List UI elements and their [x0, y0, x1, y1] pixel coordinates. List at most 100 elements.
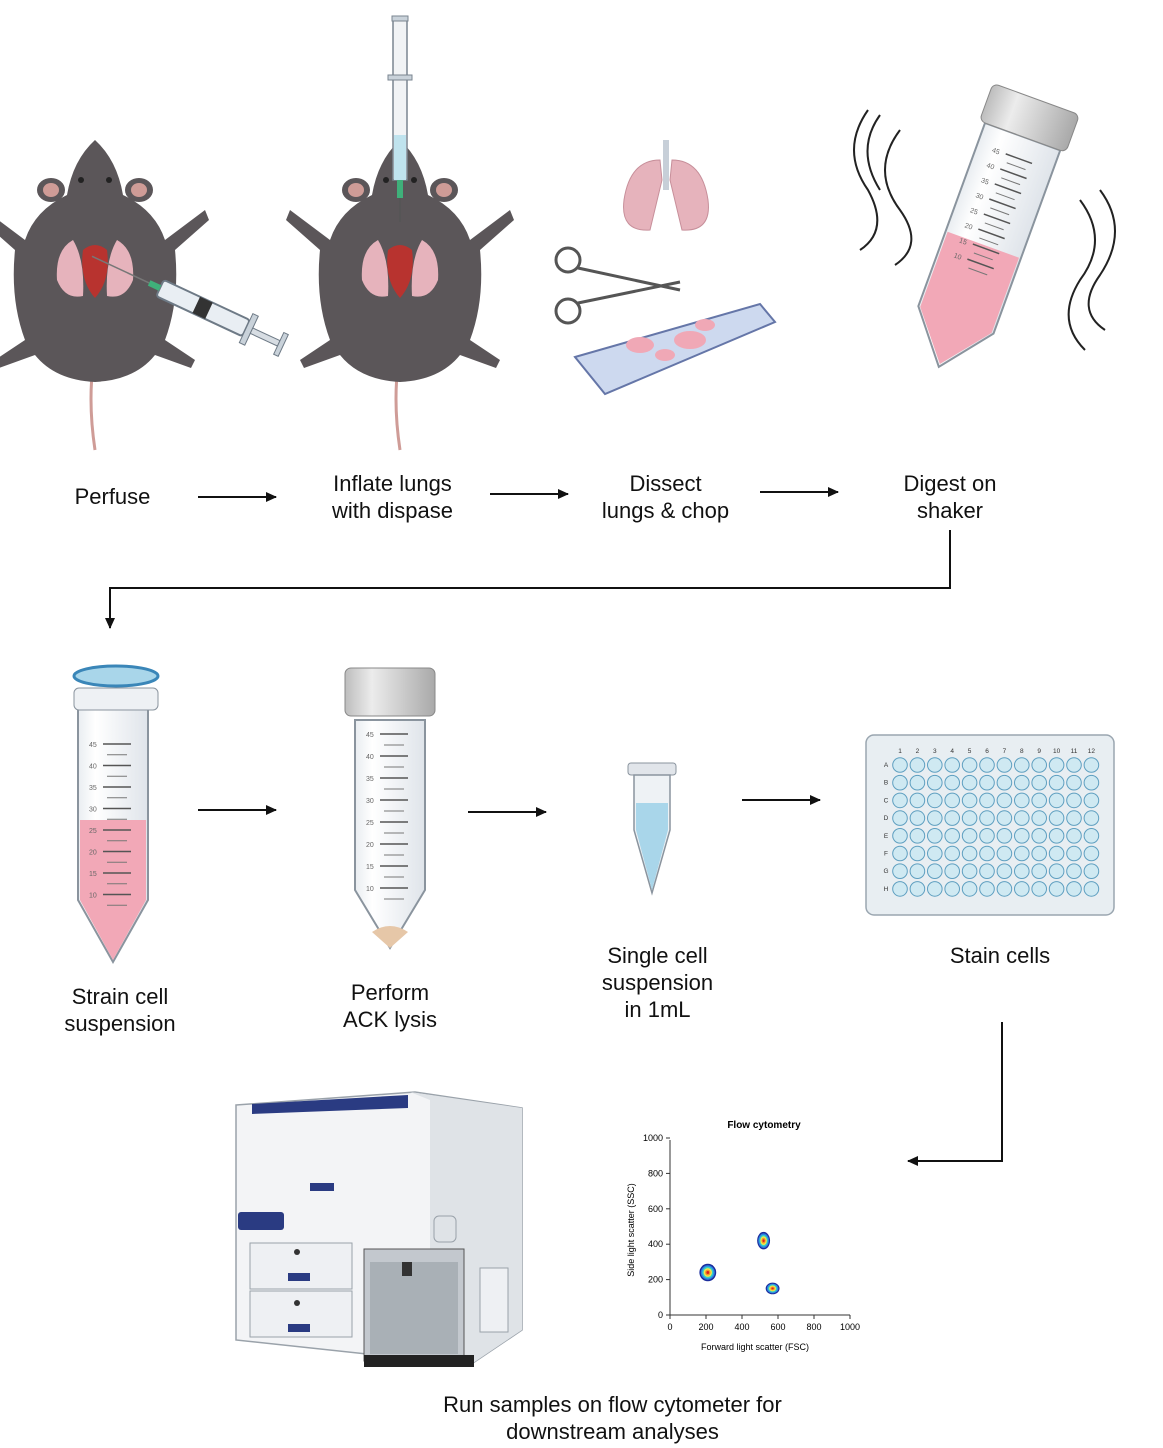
- plate-well: [909, 881, 926, 897]
- graduation-label: 40: [366, 754, 374, 761]
- graduation-label: 25: [969, 207, 979, 216]
- plate-well: [944, 881, 961, 897]
- x-tick-label: 600: [770, 1322, 785, 1332]
- plate-well: [1014, 774, 1030, 791]
- plate-col-label: 2: [916, 748, 920, 755]
- label-line: with dispase: [331, 498, 454, 523]
- plate-well: [979, 810, 995, 826]
- graduation-minor: [1001, 177, 1021, 186]
- plate-well: [909, 792, 926, 809]
- graduation-label: 10: [89, 893, 97, 900]
- plate-well: [996, 774, 1013, 791]
- plate-well: [909, 845, 926, 862]
- flow-arrows: [105, 487, 1003, 1166]
- plate-col-label: 8: [1020, 748, 1024, 755]
- plate-well: [979, 792, 995, 809]
- plate-well: [1014, 792, 1030, 809]
- graduation-label: 20: [89, 850, 97, 857]
- plate-well: [1083, 792, 1100, 809]
- plate-col-label: 3: [933, 748, 937, 755]
- plate-well: [927, 757, 943, 773]
- plate-well: [1048, 881, 1065, 897]
- eppendorf-illustration: [627, 762, 677, 896]
- y-tick-label: 0: [658, 1310, 663, 1320]
- plate-row-label: C: [884, 797, 889, 804]
- label-line: suspension: [601, 970, 714, 995]
- graduation-label: 45: [89, 742, 97, 749]
- label-line: shaker: [916, 498, 984, 523]
- graduation-label: 25: [366, 820, 374, 827]
- plate-well: [961, 757, 978, 773]
- graduation-mark: [967, 258, 994, 270]
- plate-well: [1083, 810, 1100, 826]
- plate-well: [892, 757, 908, 773]
- plate-well: [996, 881, 1013, 897]
- plate-well: [927, 828, 943, 844]
- plate-well: [979, 828, 995, 844]
- plate-well: [1066, 757, 1082, 773]
- plate-col-label: 5: [968, 748, 972, 755]
- plate-col-label: 6: [985, 748, 989, 755]
- plate-well: [1083, 845, 1100, 862]
- graduation-minor: [984, 222, 1004, 231]
- plate-well: [909, 774, 926, 791]
- y-tick-label: 1000: [643, 1133, 663, 1143]
- plate-well: [1014, 828, 1030, 844]
- graduation-label: 10: [953, 252, 963, 261]
- plate-well: [1066, 845, 1082, 862]
- plate-well: [1066, 881, 1082, 897]
- label-line: in 1mL: [624, 997, 691, 1022]
- label-line: suspension: [64, 1011, 176, 1036]
- label-line: downstream analyses: [506, 1419, 719, 1444]
- plate-well: [1014, 810, 1030, 826]
- plate-well: [1031, 881, 1047, 897]
- graduation-label: 25: [89, 828, 97, 835]
- plate-well: [909, 828, 926, 844]
- plate-col-label: 7: [1003, 748, 1007, 755]
- graduation-minor: [1006, 162, 1026, 171]
- graduation-label: 35: [980, 177, 990, 186]
- plate-well: [927, 810, 943, 826]
- plate-col-label: 1: [898, 748, 902, 755]
- graduation-label: 20: [366, 842, 374, 849]
- graduation-mark: [999, 168, 1027, 180]
- plate-well: [944, 792, 961, 809]
- plate-well: [1014, 757, 1030, 773]
- density-contour: [706, 1271, 710, 1274]
- plate-well: [944, 828, 961, 844]
- plate-well: [979, 845, 995, 862]
- graduation-label: 10: [366, 886, 374, 893]
- graduation-mark: [978, 228, 1005, 240]
- plate-well: [1031, 828, 1047, 844]
- plate-well: [1048, 845, 1065, 862]
- label-line: Inflate lungs: [333, 471, 452, 496]
- y-tick-label: 600: [648, 1204, 663, 1214]
- plate-well: [944, 845, 961, 862]
- plate-wells: [892, 757, 1100, 897]
- y-tick-label: 800: [648, 1168, 663, 1178]
- plate-well: [961, 774, 978, 791]
- chart-title: Flow cytometry: [727, 1120, 801, 1131]
- y-axis-label: Side light scatter (SSC): [626, 1183, 636, 1277]
- graduation-mark: [983, 213, 1011, 225]
- plate-row-label: G: [883, 868, 888, 875]
- plate-well: [1048, 828, 1065, 844]
- graduation-minor: [968, 267, 988, 276]
- plate-well: [892, 810, 908, 826]
- graduation-label: 35: [366, 776, 374, 783]
- label-line: Single cell: [607, 943, 708, 968]
- x-tick-label: 800: [806, 1322, 821, 1332]
- plate-well: [944, 863, 961, 880]
- flow-cytometer-instrument: [235, 1091, 523, 1367]
- plate-row-label: F: [884, 851, 888, 858]
- plate-col-label: 12: [1088, 748, 1096, 755]
- graduation-label: 15: [366, 864, 374, 871]
- plate-well: [1083, 774, 1100, 791]
